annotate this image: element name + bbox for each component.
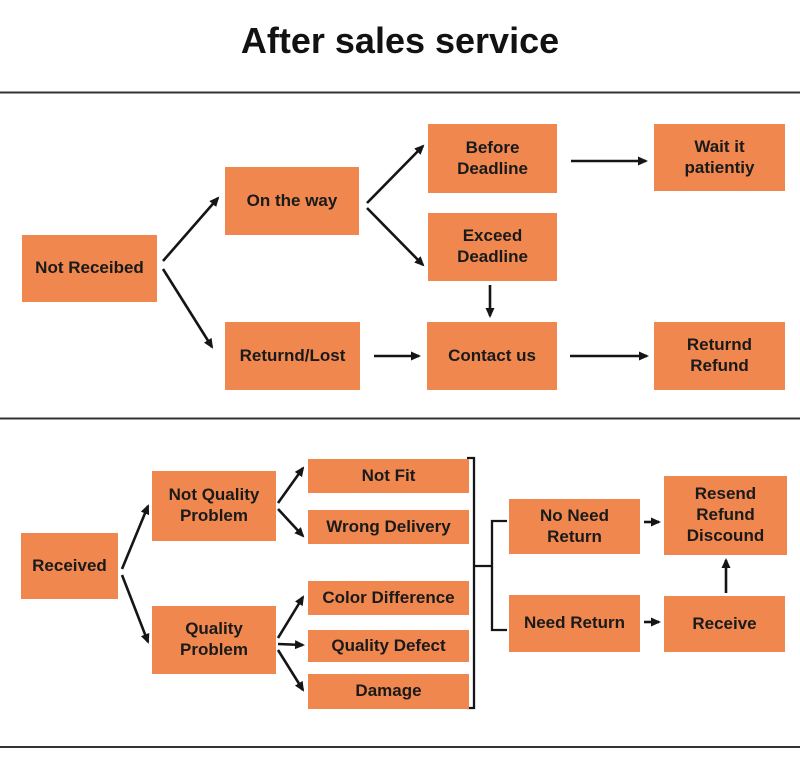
flow-node-returnd-lost: Returnd/Lost bbox=[225, 322, 360, 390]
flow-node-contact-us: Contact us bbox=[427, 322, 557, 390]
flow-node-not-received: Not Receibed bbox=[22, 235, 157, 302]
flow-node-not-quality-problem: Not Quality Problem bbox=[152, 471, 276, 541]
arrow-not-received-to-on-the-way bbox=[162, 196, 220, 262]
arrow-nqp-to-wrong-delivery bbox=[277, 508, 305, 538]
group-bracket bbox=[467, 456, 476, 710]
flow-node-before-deadline: Before Deadline bbox=[428, 124, 557, 193]
arrow-qp-to-color-difference bbox=[276, 595, 305, 639]
arrow-received-to-not-quality-problem bbox=[120, 504, 150, 570]
flow-node-color-difference: Color Difference bbox=[308, 581, 469, 615]
arrow-qp-to-quality-defect bbox=[277, 640, 305, 650]
flow-node-receive: Receive bbox=[664, 596, 785, 652]
flow-node-wait-it-patiently: Wait it patientiy bbox=[654, 124, 785, 191]
bracket-connectors bbox=[467, 456, 507, 710]
arrow-on-the-way-to-before-deadline bbox=[366, 144, 425, 204]
split-fork bbox=[490, 519, 507, 632]
flow-node-returnd-refund: Returnd Refund bbox=[654, 322, 785, 390]
separator-lines bbox=[0, 91, 800, 748]
arrow-qp-to-damage bbox=[276, 649, 305, 692]
arrow-on-the-way-to-exceed-deadline bbox=[366, 207, 425, 267]
flow-node-quality-problem: Quality Problem bbox=[152, 606, 276, 674]
flow-node-no-need-return: No Need Return bbox=[509, 499, 640, 554]
page-title: After sales service bbox=[240, 20, 560, 61]
flow-node-exceed-deadline: Exceed Deadline bbox=[428, 213, 557, 281]
flow-node-wrong-delivery: Wrong Delivery bbox=[308, 510, 469, 544]
flow-node-not-fit: Not Fit bbox=[308, 459, 469, 493]
flow-node-received: Received bbox=[21, 533, 118, 599]
flow-arrows bbox=[120, 144, 731, 692]
flow-node-need-return: Need Return bbox=[509, 595, 640, 652]
flow-node-on-the-way: On the way bbox=[225, 167, 359, 235]
arrow-received-to-quality-problem bbox=[120, 574, 150, 644]
arrow-nqp-to-not-fit bbox=[276, 466, 305, 504]
arrow-not-received-to-returnd-lost bbox=[161, 268, 214, 349]
flow-node-damage: Damage bbox=[308, 674, 469, 709]
flow-node-quality-defect: Quality Defect bbox=[308, 630, 469, 662]
flow-node-resend-refund-discound: Resend Refund Discound bbox=[664, 476, 787, 555]
